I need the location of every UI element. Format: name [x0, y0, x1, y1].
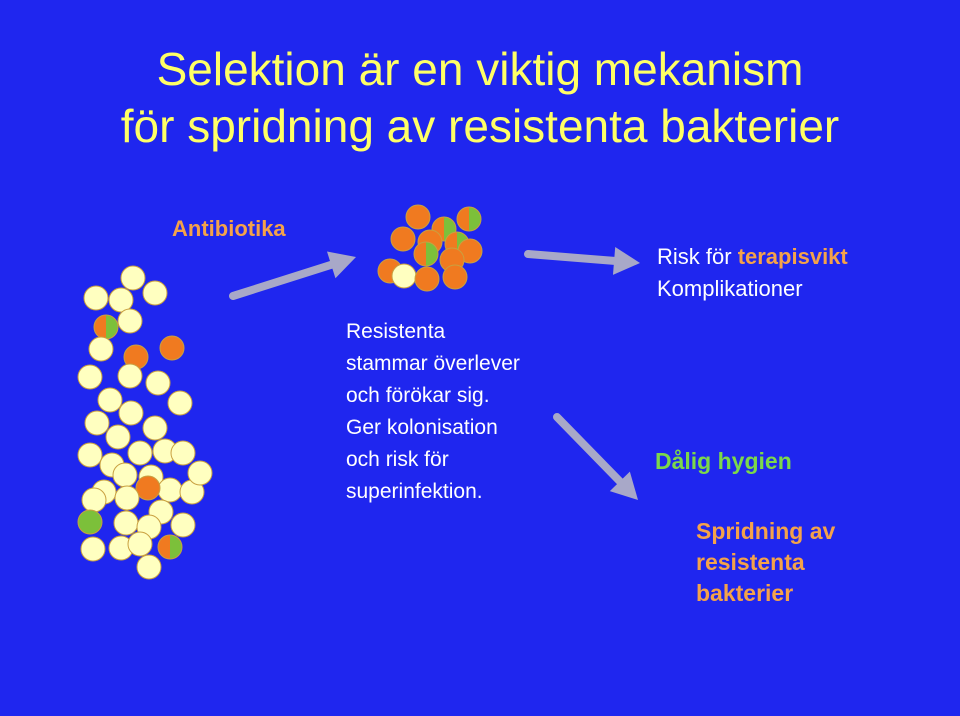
bacterium-yellow: [142, 280, 168, 306]
bacterium-orange: [390, 226, 416, 252]
bacterium-yellow: [81, 487, 107, 513]
bacterium-half: [456, 206, 482, 232]
bacterium-half: [93, 314, 119, 340]
bacterium-yellow: [77, 364, 103, 390]
bacterium-orange: [159, 335, 185, 361]
bacterium-yellow: [127, 531, 153, 557]
bacterium-yellow: [83, 285, 109, 311]
bacterium-yellow: [108, 287, 134, 313]
bacterium-yellow: [117, 308, 143, 334]
bacteria-cluster: [77, 204, 483, 580]
antibiotika-label: Antibiotika: [172, 216, 286, 241]
bacterium-yellow: [187, 460, 213, 486]
bacterium-yellow: [145, 370, 171, 396]
bacterium-half: [413, 241, 439, 267]
bacterium-yellow: [170, 512, 196, 538]
bacterium-yellow: [127, 440, 153, 466]
bacterium-yellow: [84, 410, 110, 436]
bacterium-yellow: [170, 440, 196, 466]
arrow-antibiotika: [229, 251, 356, 300]
bacterium-orange: [442, 264, 468, 290]
bacterium-yellow: [117, 363, 143, 389]
bacterium-yellow: [157, 477, 183, 503]
spridning-label: Spridning av resistenta bakterier: [696, 518, 836, 606]
slide-title-line2: för spridning av resistenta bakterier: [120, 100, 840, 152]
arrows: [229, 246, 640, 500]
bacterium-yellow: [105, 424, 131, 450]
bacterium-orange: [405, 204, 431, 230]
bacterium-green: [77, 509, 103, 535]
risk-prefix: Risk för: [657, 244, 738, 269]
bacterium-yellow: [142, 415, 168, 441]
bacterium-orange: [135, 475, 161, 501]
bacterium-yellow: [167, 390, 193, 416]
bacterium-orange: [414, 266, 440, 292]
bacterium-yellow: [112, 462, 138, 488]
komplikationer-label: Komplikationer: [657, 276, 803, 301]
bacterium-yellow: [97, 387, 123, 413]
dalig-hygien-label: Dålig hygien: [655, 448, 792, 474]
bacterium-yellow: [136, 554, 162, 580]
arrow-spridning: [553, 413, 638, 500]
bacterium-yellow: [114, 485, 140, 511]
bacterium-yellow: [88, 336, 114, 362]
bacterium-yellow: [113, 510, 139, 536]
bacterium-yellow: [80, 536, 106, 562]
risk-text: Risk för terapisvikt Komplikationer: [657, 241, 848, 305]
bacterium-yellow: [391, 263, 417, 289]
slide-title-line1: Selektion är en viktig mekanism: [156, 43, 804, 95]
bacterium-yellow: [118, 400, 144, 426]
resistant-strains-text: Resistenta stammar överlever och förökar…: [346, 320, 520, 503]
bacterium-yellow: [120, 265, 146, 291]
arrow-risk: [524, 246, 640, 275]
bacterium-yellow: [77, 442, 103, 468]
bacterium-half: [157, 534, 183, 560]
terapisvikt-label: terapisvikt: [737, 244, 848, 269]
